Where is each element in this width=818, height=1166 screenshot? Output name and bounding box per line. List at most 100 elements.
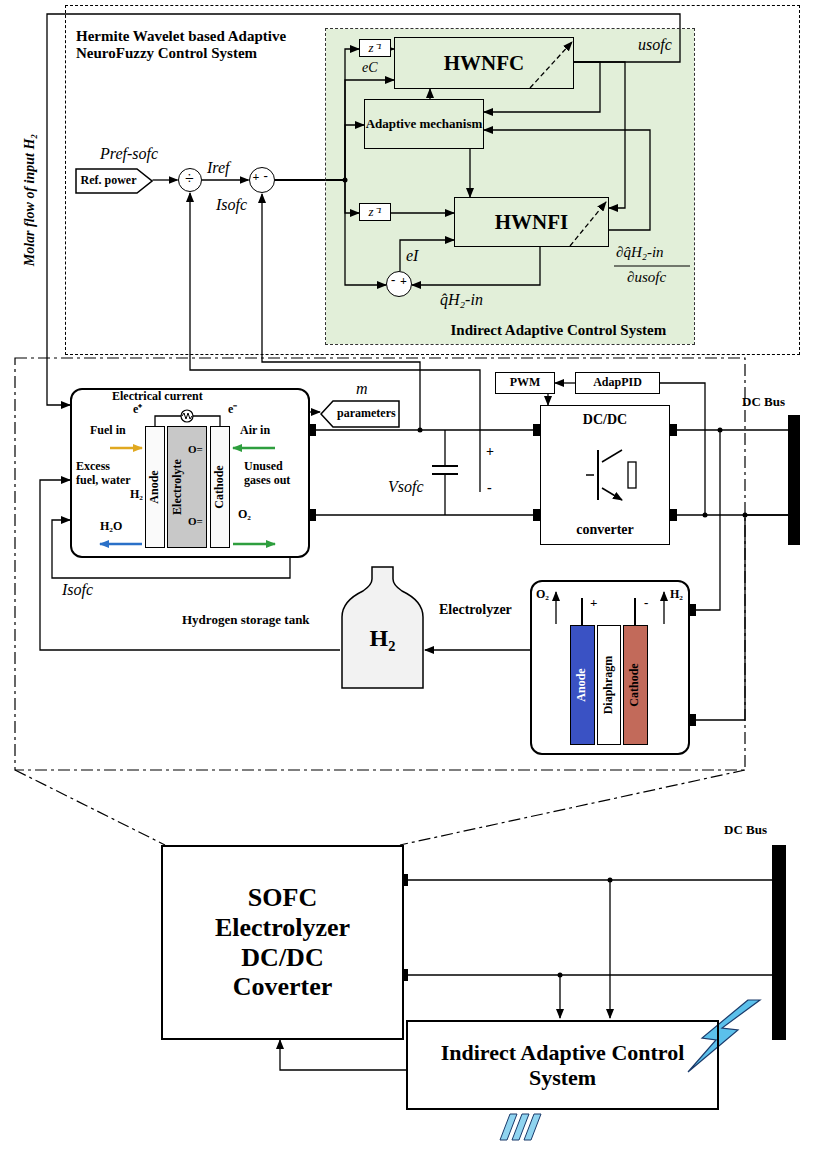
current-feedback-wire	[262, 194, 420, 430]
signal-connector	[400, 240, 454, 271]
signal-connector	[429, 89, 430, 99]
signal-connector	[574, 62, 625, 208]
node-text: +	[400, 275, 407, 289]
delay-block: z⁻¹	[359, 39, 391, 57]
controller-block: HWNFC	[394, 37, 574, 89]
pid-block: AdapPID	[575, 372, 660, 394]
node-text: z⁻¹	[369, 205, 382, 220]
electrolyzer-anode: Anode	[570, 625, 595, 745]
node-text: z⁻¹	[369, 41, 382, 56]
lightning-bolt	[688, 1000, 760, 1072]
signal-label: -	[487, 480, 492, 496]
signal-connector	[310, 514, 540, 515]
switch-symbol	[597, 450, 599, 500]
signal-connector	[275, 180, 387, 285]
panel-fill	[326, 29, 694, 344]
parameter-block: mparameters	[320, 400, 400, 428]
node-text: e⁺	[133, 403, 142, 417]
node-text: DC/DC	[541, 412, 669, 428]
switch-symbol	[602, 488, 622, 500]
node-text: +	[253, 171, 260, 185]
node-text: converter	[541, 522, 669, 538]
capacitor-plate	[432, 465, 458, 467]
signal-label: Isofc	[62, 581, 93, 599]
zoom-line	[15, 770, 165, 845]
sense-wire	[660, 383, 705, 515]
node-text: Excess fuel, water	[76, 460, 132, 488]
dc-bus-bar: DC Bus	[788, 415, 800, 545]
air-flow-arrow	[233, 447, 275, 450]
node-text: Ref. power	[81, 174, 137, 188]
node-text: Unused gases out	[244, 460, 308, 488]
fuel-flow-arrow	[110, 447, 142, 450]
signal-connector	[404, 974, 772, 975]
shape-path	[321, 401, 399, 427]
signal-connector	[391, 212, 454, 213]
node-text: AdapPID	[593, 376, 642, 390]
node-text: H₂	[670, 588, 683, 602]
node-text: HWNFC	[444, 51, 525, 75]
electrode-terminal	[634, 598, 636, 625]
divider-junction: ÷	[178, 168, 202, 192]
zoom-line	[400, 770, 745, 845]
node-text: ÷	[185, 170, 194, 188]
node-text: HWNFI	[495, 210, 569, 234]
load-symbol	[182, 413, 192, 419]
signal-connector	[280, 1040, 406, 1070]
node-text: Hydrogen storage tank	[182, 613, 310, 628]
adaptation-arrow	[570, 202, 606, 246]
node-text: -	[391, 273, 395, 288]
node-text: Electrolyzer	[439, 602, 512, 618]
node-text: Anode	[575, 668, 589, 701]
signal-connector	[310, 429, 540, 430]
electrolyzer-cathode: Cathode	[623, 625, 648, 745]
electrolyzer-wire	[690, 430, 720, 610]
signal-label: eI	[406, 247, 418, 265]
signal-connector	[670, 429, 788, 430]
node-text: O₂	[238, 508, 251, 522]
signal-connector	[275, 180, 360, 213]
delay-block: z⁻¹	[359, 203, 391, 221]
node-text: Adaptive mechanism	[366, 117, 483, 132]
signal-connector	[404, 879, 772, 880]
plant-block: SOFC Electrolyzer DC/DC Coverter	[161, 845, 404, 1040]
signal-label: Pref-sofc	[100, 145, 158, 163]
water-flow-arrow	[100, 543, 142, 546]
signal-connector	[412, 247, 540, 285]
control-system-frame: Hermite Wavelet based Adaptive NeuroFuzz…	[65, 5, 800, 355]
controller-block: Indirect Adaptive Control System	[406, 1020, 719, 1110]
node-text: Fuel in	[90, 424, 126, 438]
anode-layer: Anode	[145, 426, 165, 548]
adaptive-control-panel: Indirect Adaptive Control Systemz⁻¹HWNFC…	[325, 28, 695, 345]
electrolyzer: ElectrolyzerO₂H₂+-AnodeDiaphragmCathode	[530, 580, 690, 755]
signal-connector	[425, 649, 530, 650]
signal-connector	[310, 411, 320, 412]
signal-connector	[547, 394, 548, 405]
adaptive-mechanism-block: Adaptive mechanism	[364, 99, 484, 149]
gas-out-arrow	[663, 592, 664, 624]
signal-label: Isofc	[216, 196, 247, 214]
signal-connector	[275, 49, 360, 180]
summing-junction: -+	[386, 271, 412, 297]
gas-out-arrow	[555, 592, 556, 624]
node-text: Cathode	[213, 465, 227, 508]
node-text: Hermite Wavelet based Adaptive NeuroFuzz…	[76, 28, 316, 63]
edge-label: Iref	[207, 159, 230, 177]
signal-connector	[555, 382, 575, 383]
node-text: Diaphragm	[602, 656, 616, 715]
node-text: Anode	[148, 470, 162, 503]
switch-symbol	[586, 474, 594, 476]
diode-symbol	[628, 462, 636, 488]
switch-symbol	[602, 450, 622, 462]
diaphragm: Diaphragm	[597, 625, 621, 745]
plant-frame	[15, 358, 745, 770]
pwm-block: PWM	[495, 372, 555, 394]
node-text: Electrolyte	[171, 459, 185, 515]
node-text: H₂	[130, 488, 143, 502]
signal-label: +	[486, 444, 494, 460]
signal-label: ∂usofc	[627, 269, 666, 286]
capacitor-lead	[444, 430, 445, 466]
node-text: O₂	[536, 588, 549, 602]
node-text: m	[356, 380, 368, 398]
